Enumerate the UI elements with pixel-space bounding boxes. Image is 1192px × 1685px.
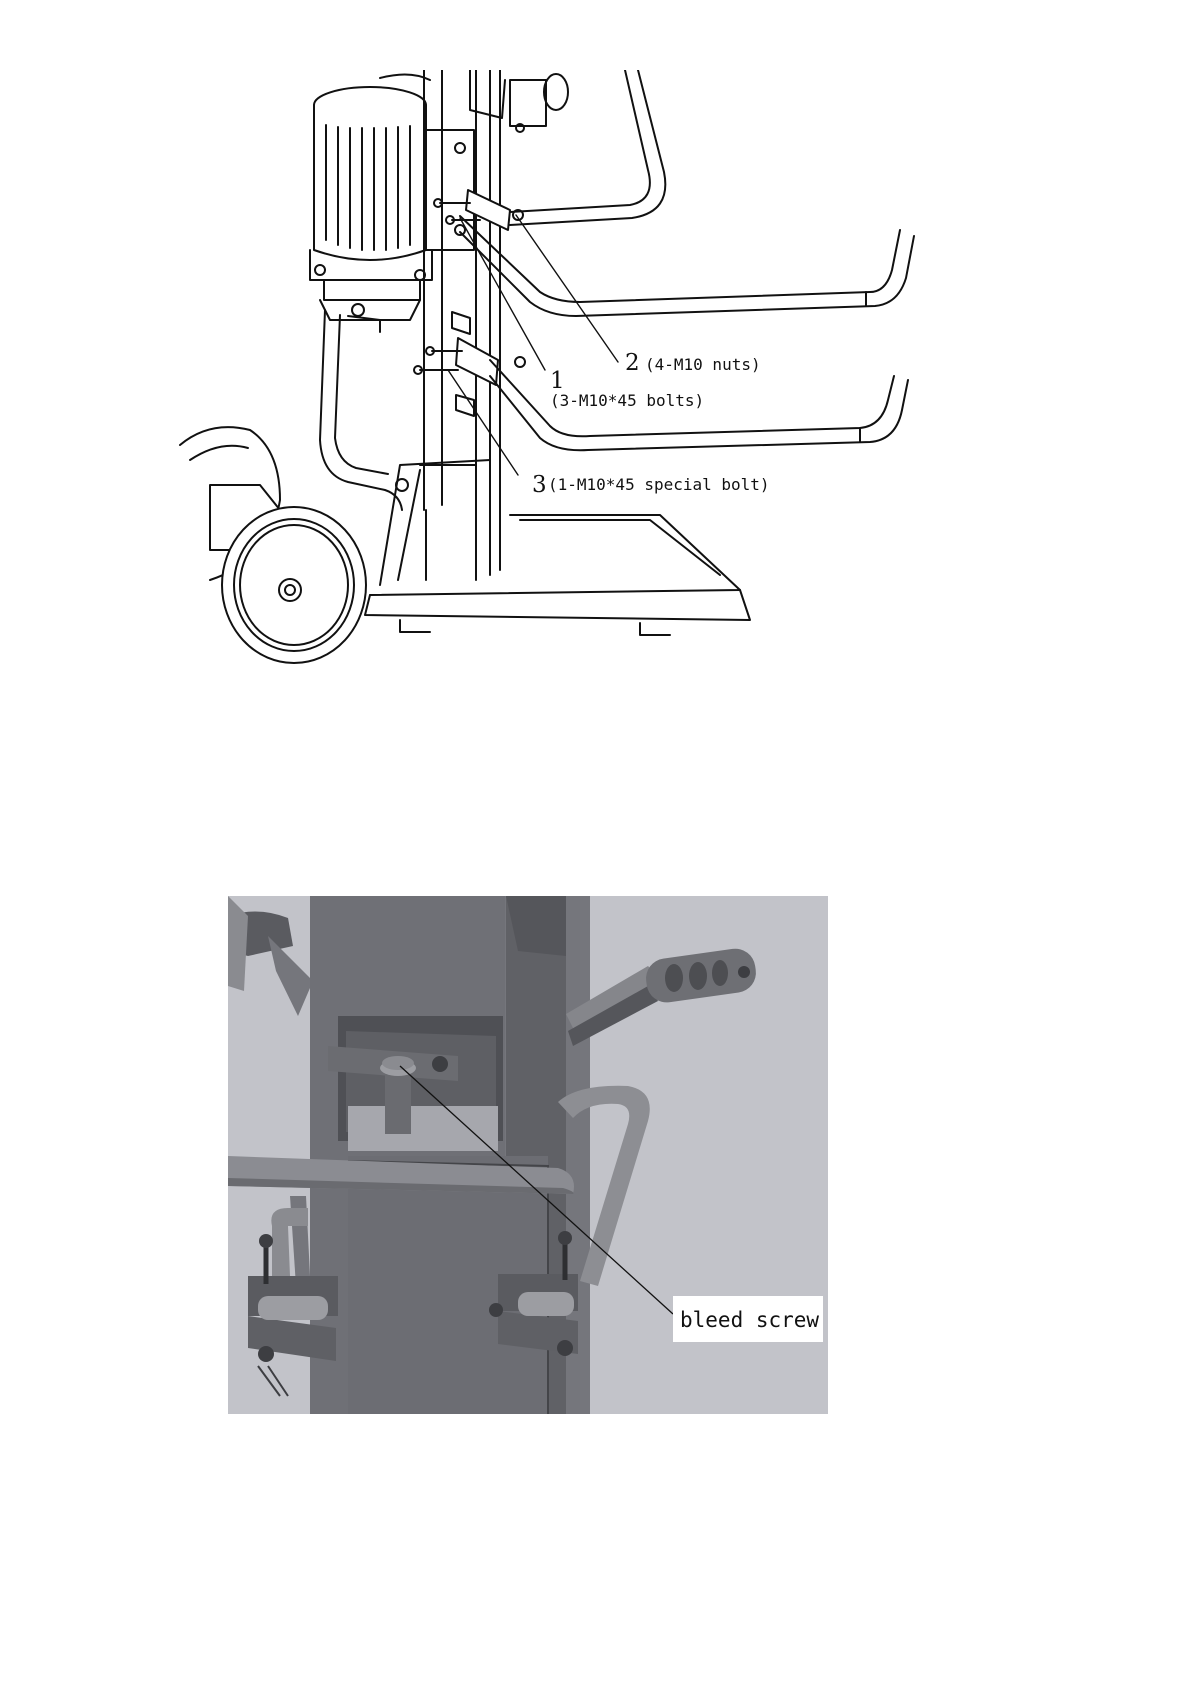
base-plate bbox=[365, 515, 750, 635]
bleed-screw-label: bleed screw bbox=[673, 1296, 823, 1342]
callout-3: 3 (1-M10*45 special bolt) bbox=[532, 472, 770, 498]
callout-2: 2 (4-M10 nuts) bbox=[625, 350, 761, 376]
column-window bbox=[328, 1016, 503, 1151]
motor bbox=[310, 87, 474, 332]
callout-3-text: (1-M10*45 special bolt) bbox=[548, 475, 770, 494]
callout-1-text: (3-M10*45 bolts) bbox=[550, 391, 704, 410]
bleed-screw-render: bleed screw bbox=[228, 896, 828, 1414]
callout-2-text: (4-M10 nuts) bbox=[645, 355, 761, 374]
hydraulic-hose bbox=[320, 310, 408, 510]
render-svg: bleed screw bbox=[228, 896, 828, 1414]
assembly-line-drawing: 2 (4-M10 nuts) 1 (3-M10*45 bolts) 3 (1-M… bbox=[170, 70, 990, 730]
wheels bbox=[180, 427, 366, 663]
callout-3-number: 3 bbox=[532, 472, 547, 498]
line-drawing-svg: 2 (4-M10 nuts) 1 (3-M10*45 bolts) 3 (1-M… bbox=[170, 70, 990, 730]
bleed-screw-label-text: bleed screw bbox=[680, 1308, 819, 1332]
callout-2-number: 2 bbox=[625, 350, 640, 376]
control-valve bbox=[470, 70, 568, 132]
bleed-screw bbox=[380, 1056, 416, 1134]
